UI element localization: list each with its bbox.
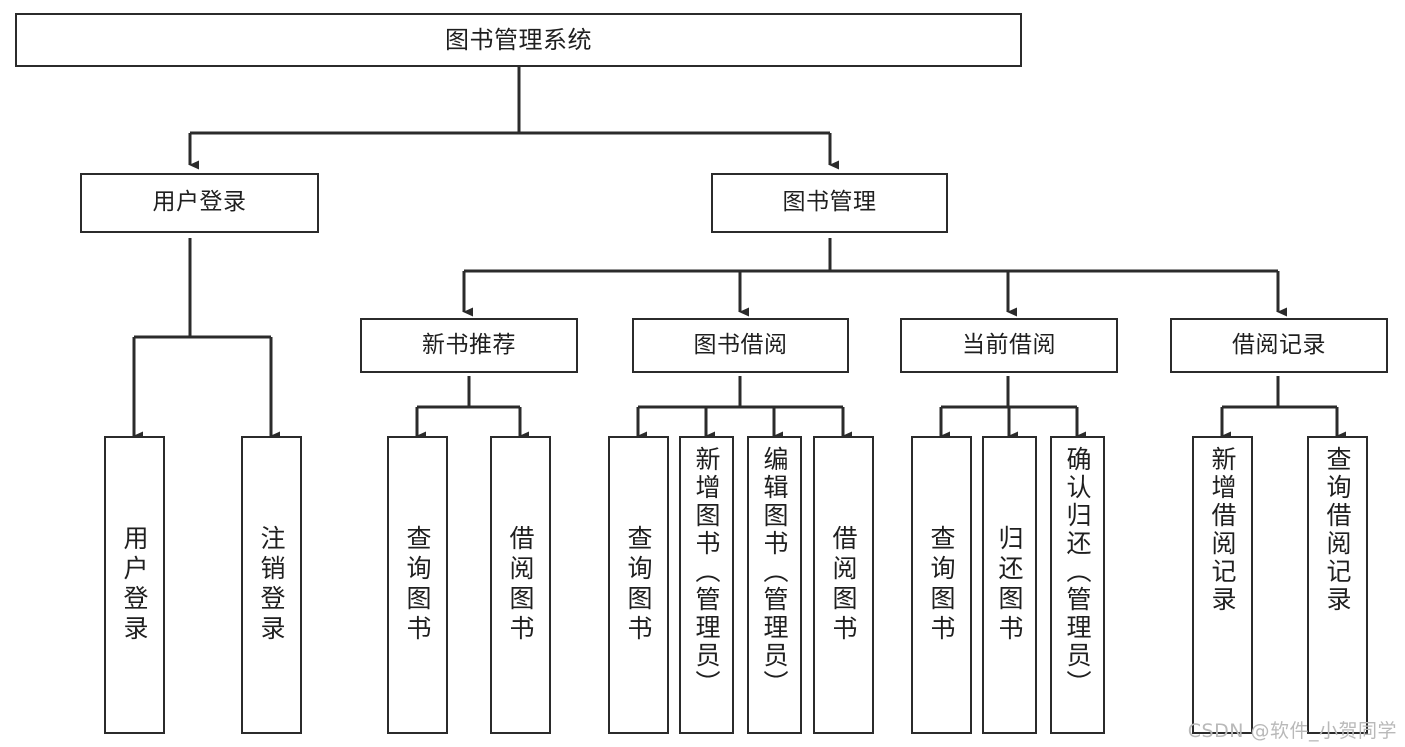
node-root-system[interactable]: 图书管理系统 xyxy=(15,13,1022,67)
node-label: 新书推荐 xyxy=(422,331,516,358)
node-label: 用户登录 xyxy=(120,525,149,645)
node-leaf-confirm-return[interactable]: 确认归还（管理员） xyxy=(1050,436,1105,734)
node-leaf-add-book[interactable]: 新增图书（管理员） xyxy=(679,436,734,734)
node-label: 借阅记录 xyxy=(1232,331,1326,358)
node-label: 新增借阅记录 xyxy=(1208,446,1237,614)
node-book-manage[interactable]: 图书管理 xyxy=(711,173,948,233)
node-current-borrow[interactable]: 当前借阅 xyxy=(900,318,1118,373)
node-label: 查询图书 xyxy=(403,525,432,645)
node-label: 注销登录 xyxy=(257,525,286,645)
node-leaf-edit-book[interactable]: 编辑图书（管理员） xyxy=(747,436,802,734)
node-leaf-return-book[interactable]: 归还图书 xyxy=(982,436,1037,734)
node-leaf-borrow-book[interactable]: 借阅图书 xyxy=(813,436,874,734)
node-label: 确认归还（管理员） xyxy=(1063,446,1092,698)
node-leaf-logout[interactable]: 注销登录 xyxy=(241,436,302,734)
node-leaf-borrow-book-recommend[interactable]: 借阅图书 xyxy=(490,436,551,734)
node-label: 归还图书 xyxy=(995,525,1024,645)
node-leaf-query-book-borrow[interactable]: 查询图书 xyxy=(608,436,669,734)
node-new-book-recommend[interactable]: 新书推荐 xyxy=(360,318,578,373)
node-leaf-add-borrow-record[interactable]: 新增借阅记录 xyxy=(1192,436,1253,734)
node-label: 新增图书（管理员） xyxy=(692,446,721,698)
node-label: 图书管理 xyxy=(782,189,877,216)
node-leaf-query-book-recommend[interactable]: 查询图书 xyxy=(387,436,448,734)
node-book-borrow[interactable]: 图书借阅 xyxy=(632,318,849,373)
node-label: 查询图书 xyxy=(624,525,653,645)
node-leaf-query-book-current[interactable]: 查询图书 xyxy=(911,436,972,734)
node-label: 编辑图书（管理员） xyxy=(760,446,789,698)
node-label: 图书管理系统 xyxy=(445,25,592,54)
node-label: 用户登录 xyxy=(152,189,247,216)
node-borrow-record[interactable]: 借阅记录 xyxy=(1170,318,1388,373)
node-label: 借阅图书 xyxy=(506,525,535,645)
node-label: 查询图书 xyxy=(927,525,956,645)
node-leaf-user-login[interactable]: 用户登录 xyxy=(104,436,165,734)
node-label: 图书借阅 xyxy=(693,331,788,358)
node-user-login[interactable]: 用户登录 xyxy=(80,173,319,233)
node-label: 查询借阅记录 xyxy=(1323,446,1352,614)
node-label: 当前借阅 xyxy=(962,331,1056,358)
node-label: 借阅图书 xyxy=(829,525,858,645)
node-leaf-query-borrow-record[interactable]: 查询借阅记录 xyxy=(1307,436,1368,734)
